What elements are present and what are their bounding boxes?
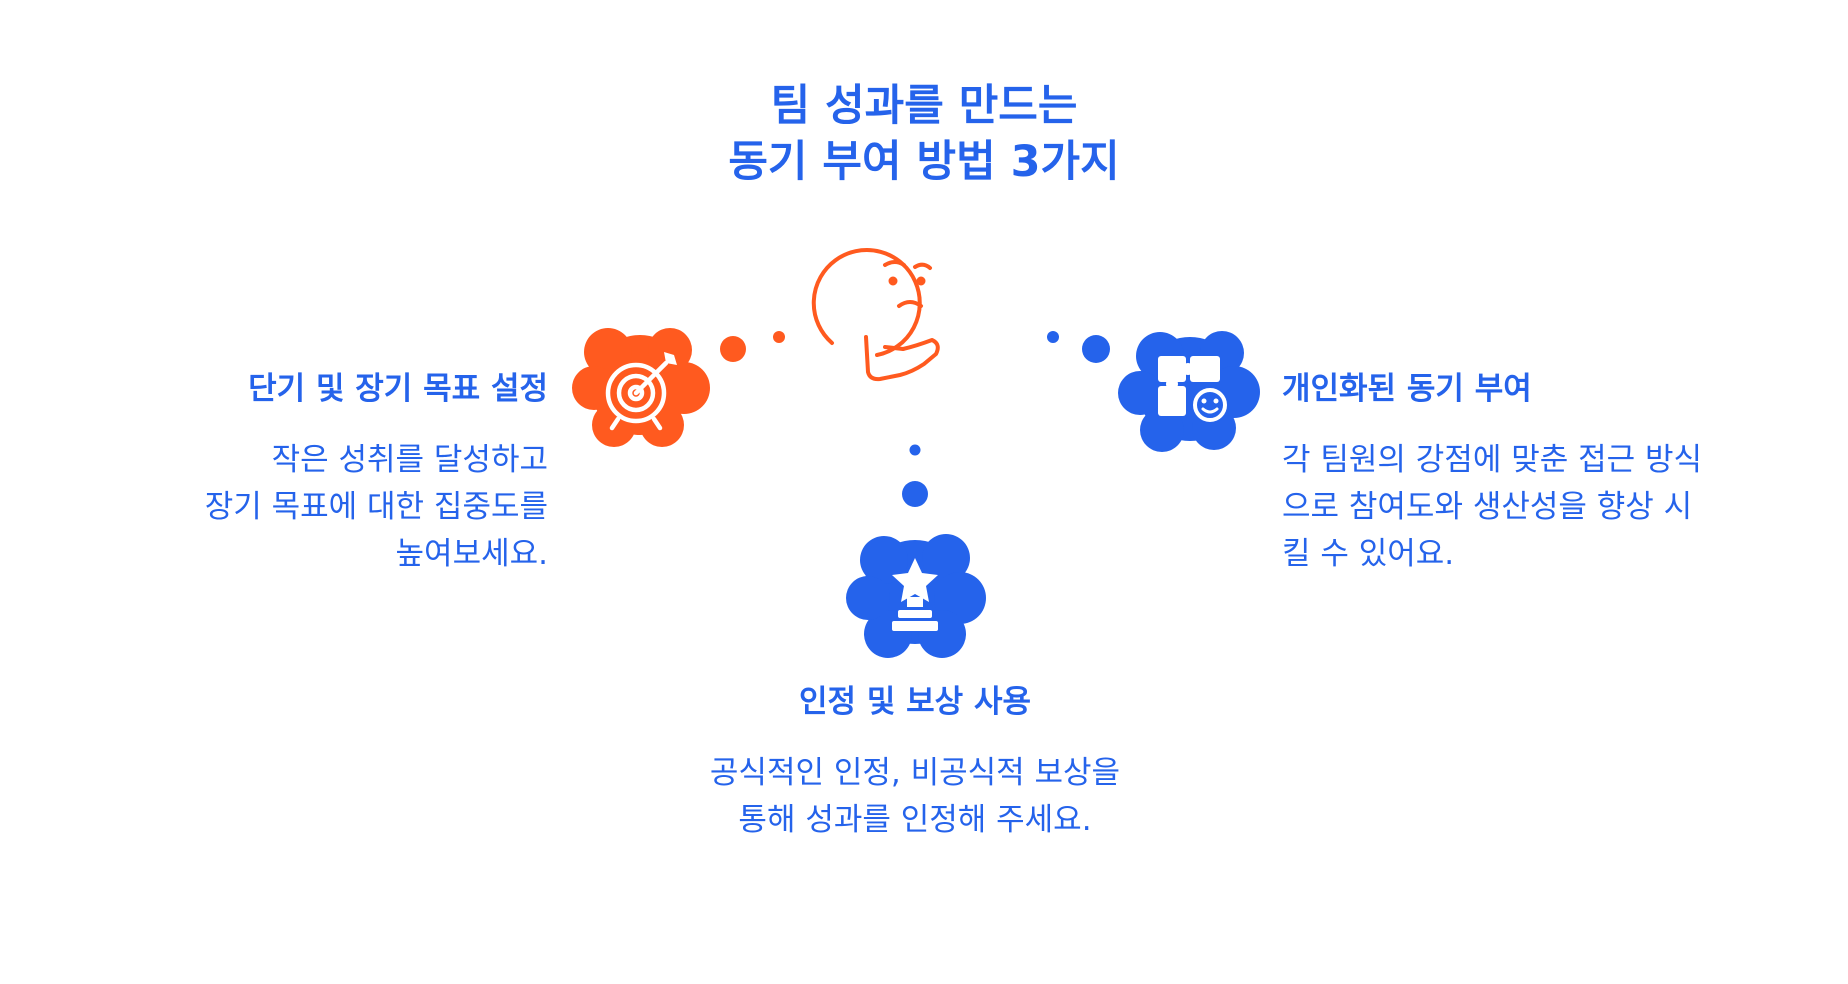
trophy-star-icon bbox=[846, 534, 986, 658]
description-line: 킬 수 있어요. bbox=[1282, 536, 1455, 572]
description-line: 으로 참여도와 생산성을 향상 시 bbox=[1282, 489, 1693, 525]
title-line-2: 동기 부여 방법 3가지 bbox=[728, 137, 1120, 187]
page-title: 팀 성과를 만드는 동기 부여 방법 3가지 bbox=[524, 78, 1324, 190]
item-description-recognition: 공식적인 인정, 비공식적 보상을 통해 성과를 인정해 주세요. bbox=[565, 750, 1265, 844]
description-line: 통해 성과를 인정해 주세요. bbox=[738, 802, 1092, 838]
description-line: 장기 목표에 대한 집중도를 bbox=[204, 489, 548, 525]
item-heading-goals: 단기 및 장기 목표 설정 bbox=[248, 371, 548, 407]
connector-dots-left bbox=[720, 331, 785, 362]
item-heading-recognition: 인정 및 보상 사용 bbox=[798, 684, 1032, 720]
item-description-goals: 작은 성취를 달성하고 장기 목표에 대한 집중도를 높여보세요. bbox=[205, 437, 548, 578]
description-line: 각 팀원의 강점에 맞춘 접근 방식 bbox=[1282, 442, 1703, 478]
puzzle-face-icon bbox=[1118, 331, 1260, 452]
connector-dots-bottom bbox=[902, 444, 928, 507]
description-line: 공식적인 인정, 비공식적 보상을 bbox=[709, 755, 1121, 791]
description-line: 높여보세요. bbox=[395, 536, 548, 572]
target-arrow-icon bbox=[572, 328, 710, 447]
item-heading-personalized: 개인화된 동기 부여 bbox=[1282, 371, 1532, 407]
thinking-face-icon bbox=[811, 248, 940, 382]
connector-dots-right bbox=[1047, 331, 1110, 363]
item-description-personalized: 각 팀원의 강점에 맞춘 접근 방식 으로 참여도와 생산성을 향상 시 킬 수… bbox=[1282, 437, 1702, 578]
title-line-1: 팀 성과를 만드는 bbox=[770, 81, 1078, 131]
description-line: 작은 성취를 달성하고 bbox=[271, 442, 548, 478]
